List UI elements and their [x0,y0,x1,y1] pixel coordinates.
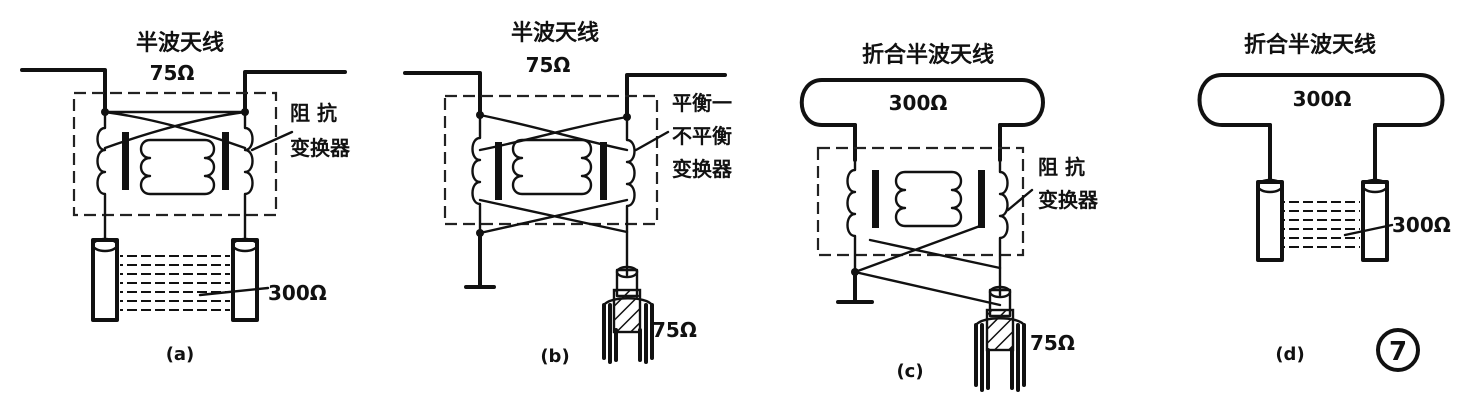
panel-d-folded-dipole [1197,73,1445,127]
panel-a-antenna-impedance: 75Ω [150,61,195,85]
panel-c-antenna-title: 折合半波天线 [862,42,994,68]
panel-a-right-coil [243,110,254,242]
panel-c-transformer-label-1: 阻 抗 [1038,155,1085,179]
panel-c-right-coil [998,158,1009,297]
panel-a-caption: (a) [166,344,195,365]
panel-a-antenna-title: 半波天线 [136,30,224,56]
panel-a-transformer-label-2: 变换器 [290,136,351,160]
panel-b-right-core [600,142,607,200]
panel-c-inner-coils [894,170,963,228]
panel-c-transformer-label-2: 变换器 [1038,188,1099,212]
panel-b-inner-coils [511,138,593,196]
panel-b-antenna-title: 半波天线 [511,20,599,46]
panel-a-transformer-box [72,91,278,217]
figure-number-circle [1376,328,1420,372]
panel-b-label-leader [634,130,670,152]
panel-d-impedance-leader [1343,223,1394,237]
panel-a-label-leader [250,130,294,152]
panel-b-left-coil [471,113,482,287]
panel-b-balun-label-1: 平衡一 [672,91,732,115]
panel-b-balun-label-2: 不平衡 [672,124,732,148]
panel-a-antenna-left-arm [20,68,107,112]
panel-b-cross-wires-bottom [478,198,629,235]
panel-d-antenna-impedance: 300Ω [1293,87,1352,111]
panel-c-cross-wires [853,224,1002,307]
figure-number: 7 [1389,337,1407,367]
panel-c-left-coil [846,158,857,274]
panel-d-caption: (d) [1275,344,1304,365]
panel-c-right-core [978,170,985,228]
panel-a-antenna-right-arm [243,70,347,114]
panel-a-left-core [122,132,129,190]
panel-b-coax-cable [602,265,654,364]
panel-b-caption: (b) [540,346,569,367]
panel-a-inner-coils [139,138,216,196]
panel-a: 半波天线 75Ω 阻 抗 变换器 300Ω [20,30,351,365]
panel-c-folded-dipole [799,78,1045,127]
panel-a-twin-lead [91,237,259,322]
panel-d-twin-lead [1256,123,1389,262]
panel-c: 折合半波天线 300Ω 阻 抗 变换器 75Ω (c) [799,42,1099,392]
panel-b-left-core [495,142,502,200]
panel-b-cable-impedance: 75Ω [652,318,697,342]
panel-c-transformer-box [816,146,1025,257]
panel-c-label-leader [1006,188,1034,212]
panel-b-right-coil [625,115,636,277]
panel-c-caption: (c) [896,361,923,382]
panel-c-ground-symbol [836,270,874,304]
panel-a-impedance-leader [198,286,270,297]
panel-a-line-impedance: 300Ω [268,281,327,305]
panel-b-balun-box [443,94,659,226]
panel-d-antenna-title: 折合半波天线 [1244,32,1376,58]
panel-a-transformer-label-1: 阻 抗 [290,101,337,125]
panel-c-coax-cable [974,285,1026,392]
panel-c-cable-impedance: 75Ω [1030,331,1075,355]
panel-b-antenna-impedance: 75Ω [526,53,571,77]
panel-a-left-coil [96,110,107,242]
panel-d-line-impedance: 300Ω [1392,213,1451,237]
panel-d: 折合半波天线 300Ω 300Ω (d) 7 [1197,32,1451,372]
panel-c-feed-wires [853,123,1002,162]
panel-a-right-core [222,132,229,190]
panel-c-antenna-impedance: 300Ω [889,91,948,115]
panel-c-left-core [872,170,879,228]
panel-b-ground-symbol [464,231,496,289]
panel-b-balun-label-3: 变换器 [672,157,733,181]
panel-b-antenna-left-arm [403,71,482,114]
panel-a-cross-wires [103,110,247,150]
panel-b: 半波天线 75Ω 平衡一 不平衡 变换器 75Ω (b) [403,20,733,367]
panel-b-antenna-right-arm [625,73,727,117]
